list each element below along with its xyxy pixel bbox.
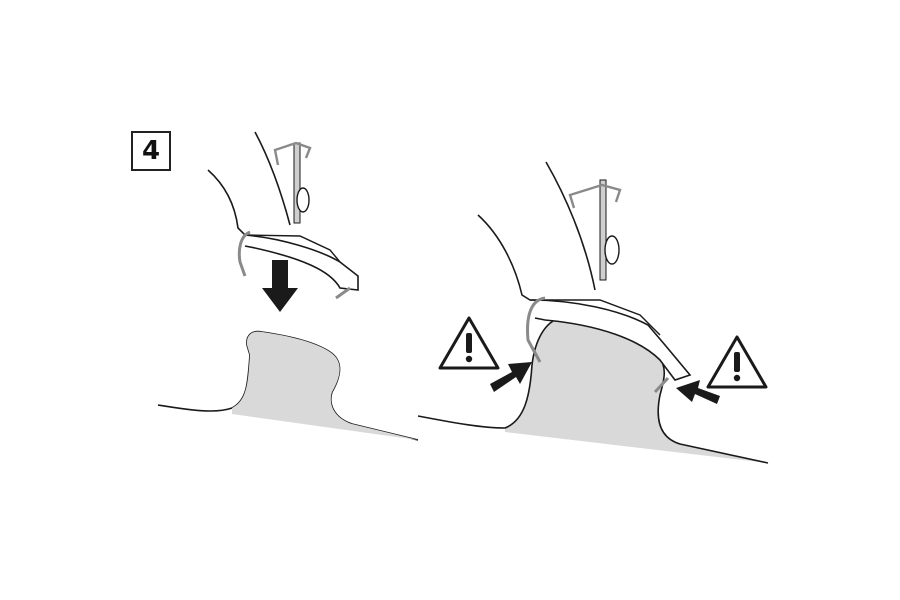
- panel-before: [157, 131, 419, 441]
- warning-icon: [706, 335, 768, 389]
- push-arrow-right-icon: [676, 380, 720, 404]
- foot-upper-curve-left: [254, 131, 291, 226]
- bracket-hook-left: [237, 230, 251, 277]
- car-roof-shading-left: [232, 331, 418, 440]
- step-number-box: 4: [131, 131, 171, 171]
- tension-rod-left: [293, 142, 301, 224]
- rod-knob-left: [296, 187, 310, 213]
- bracket-hook-right-rear: [653, 376, 670, 394]
- push-arrow-left-icon: [490, 362, 532, 392]
- rod-hook-left: [273, 141, 312, 166]
- step-number: 4: [141, 136, 161, 166]
- roof-rack-foot-left: [207, 169, 359, 291]
- foot-upper-curve-right: [545, 161, 596, 291]
- foot-pad-left: [244, 234, 341, 263]
- foot-pad-right: [530, 299, 661, 336]
- bracket-hook-right-front: [526, 296, 546, 363]
- down-arrow-icon: [262, 260, 298, 312]
- rod-hook-right: [568, 183, 622, 209]
- bracket-tail-left: [335, 286, 351, 300]
- rod-knob-right: [604, 235, 620, 265]
- panel-after: [417, 161, 769, 464]
- roof-rack-foot-right: [477, 214, 692, 381]
- car-roof-shading-right: [505, 318, 768, 463]
- tension-rod-right: [599, 179, 607, 281]
- warning-icon: [438, 316, 500, 370]
